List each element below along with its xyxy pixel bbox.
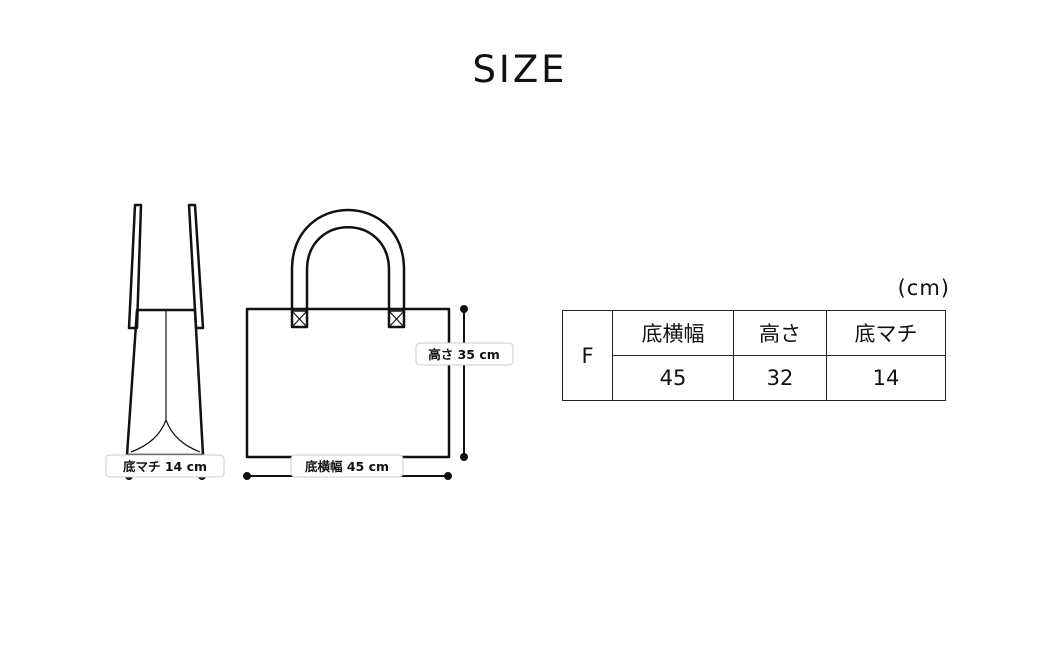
- table-header-cell: 底横幅: [612, 310, 734, 356]
- handle-attachment-left: [291, 310, 308, 328]
- depth-label: 底マチ 14 cm: [123, 459, 207, 474]
- width-label-group: 底横幅 45 cm: [290, 454, 404, 478]
- table-row: 45 32 14: [563, 355, 946, 401]
- depth-label-group: 底マチ 14 cm: [105, 454, 225, 478]
- table-cell: 45: [612, 355, 734, 401]
- side-fold-right-curve: [165, 419, 201, 453]
- table-cell: 32: [733, 355, 827, 401]
- size-table: F 底横幅 高さ 底マチ 45 32 14: [562, 310, 946, 401]
- table-cell: 14: [826, 355, 946, 401]
- height-label-group: 高さ 35 cm: [415, 342, 514, 366]
- side-right-strap: [187, 203, 205, 330]
- page-title: SIZE: [472, 48, 568, 91]
- front-bag-body: [245, 307, 451, 459]
- height-dimension: [460, 305, 468, 461]
- front-handle: [290, 208, 406, 329]
- width-label: 底横幅 45 cm: [305, 459, 389, 474]
- table-row-label: F: [562, 310, 613, 401]
- height-label: 高さ 35 cm: [428, 347, 500, 362]
- unit-label: (cm): [897, 276, 950, 300]
- table-header-row: F 底横幅 高さ 底マチ: [562, 310, 946, 401]
- side-view-bag: [125, 203, 205, 457]
- table-header-cell: 高さ: [733, 310, 827, 356]
- table-header-cell: 底マチ: [826, 310, 946, 356]
- side-bag-body: [125, 308, 205, 457]
- front-view-bag: [245, 208, 451, 459]
- handle-attachment-right: [388, 310, 405, 328]
- side-fold-left-curve: [130, 419, 167, 453]
